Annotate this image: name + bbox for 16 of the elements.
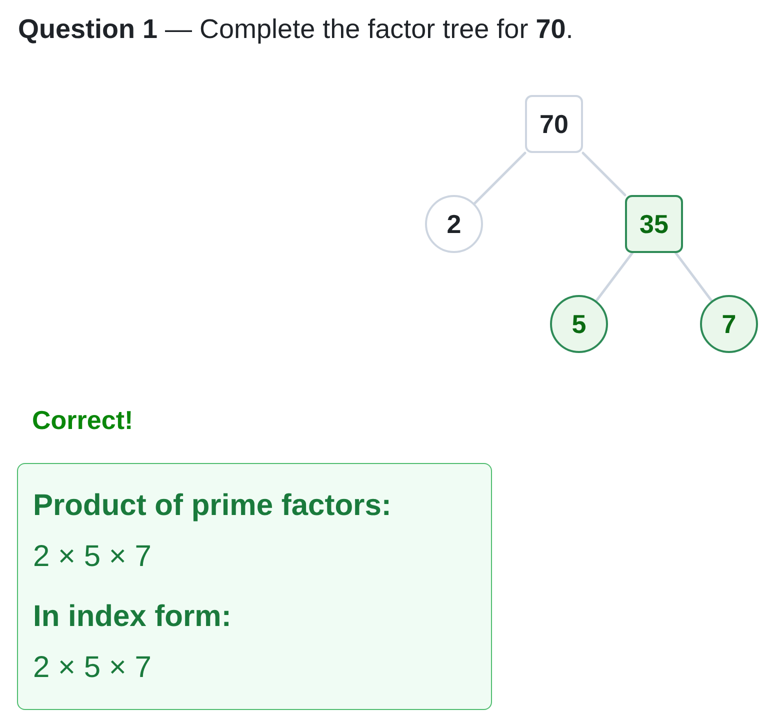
question-title: Question 1 — Complete the factor tree for 70. <box>18 13 574 45</box>
result-heading: In index form: <box>33 599 232 635</box>
result-expression: 2 × 5 × 7 <box>33 539 152 575</box>
result-panel <box>17 463 492 710</box>
connector-line <box>582 152 626 196</box>
number-box: 35 <box>625 195 683 253</box>
connector-line <box>674 252 713 302</box>
number-box: 70 <box>525 95 583 153</box>
number-circle: 2 <box>425 195 483 253</box>
number-circle: 7 <box>700 295 758 353</box>
result-heading: Product of prime factors: <box>33 488 392 524</box>
number-circle: 5 <box>550 295 608 353</box>
feedback-message: Correct! <box>32 405 134 435</box>
connector-line <box>595 252 634 302</box>
connector-line <box>473 152 526 205</box>
result-expression: 2 × 5 × 7 <box>33 650 152 686</box>
